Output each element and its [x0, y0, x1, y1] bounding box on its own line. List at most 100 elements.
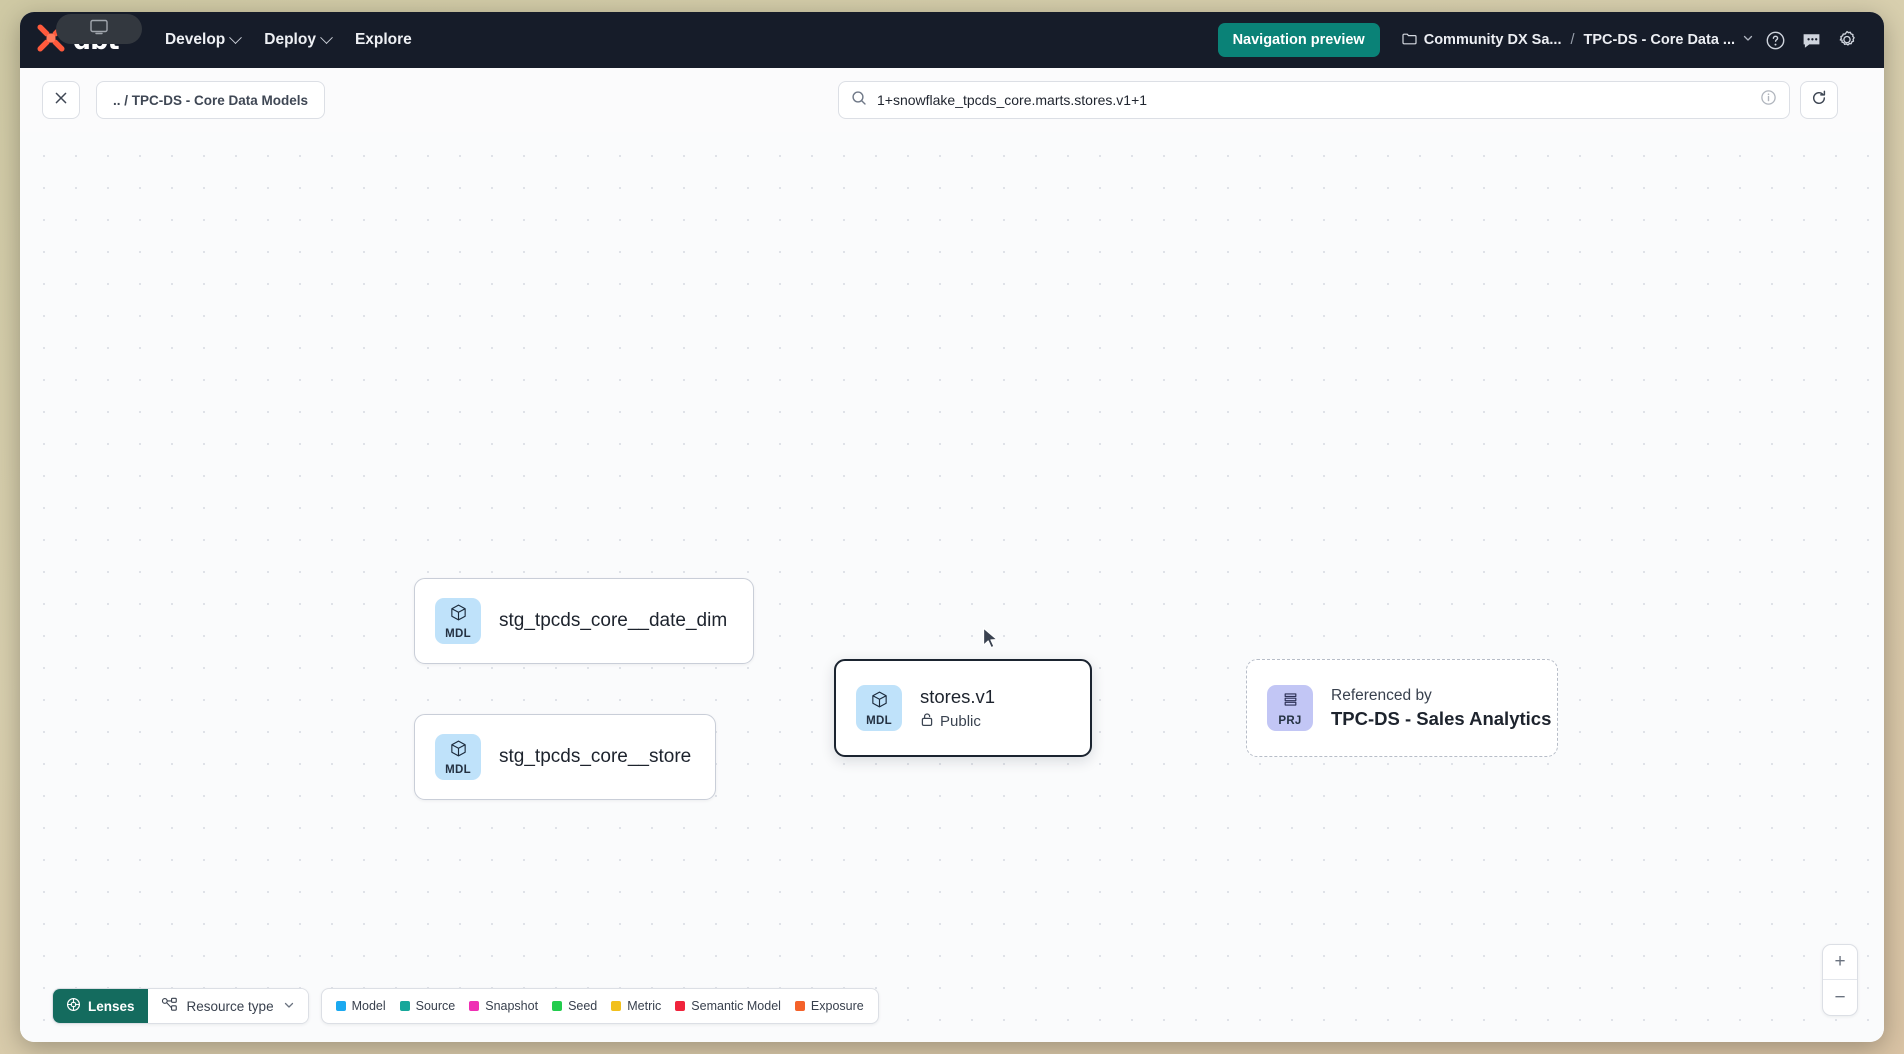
breadcrumb: Community DX Sa... / TPC-DS - Core Data …	[1402, 32, 1754, 49]
legend-label: Snapshot	[485, 999, 539, 1013]
node-badge-label: MDL	[445, 763, 471, 776]
legend-swatch	[611, 1001, 622, 1011]
help-circle-icon[interactable]	[1760, 25, 1790, 55]
resource-type-dropdown[interactable]: Resource type	[147, 989, 308, 1023]
node-badge-label: MDL	[866, 714, 892, 727]
search-icon	[851, 90, 867, 111]
legend-label: Model	[351, 999, 386, 1013]
node-label-group: Referenced by TPC-DS - Sales Analytics	[1331, 687, 1551, 730]
app-window: dbt Develop Deploy Explore Navigation pr…	[20, 12, 1884, 1042]
node-title: stores.v1	[920, 685, 996, 707]
node-access-label: Public	[940, 712, 981, 730]
breadcrumb-project[interactable]: TPC-DS - Core Data ...	[1584, 32, 1754, 48]
gear-icon[interactable]	[1832, 25, 1862, 55]
nav-item-deploy-label: Deploy	[264, 31, 316, 48]
chevron-down-icon	[283, 999, 295, 1014]
legend-item-metric: Metric	[611, 999, 661, 1013]
node-title: stg_tpcds_core__date_dim	[499, 610, 728, 631]
lineage-toolbar: .. / TPC-DS - Core Data Models	[20, 68, 1884, 132]
legend-label: Semantic Model	[691, 999, 781, 1013]
breadcrumb-account-label: Community DX Sa...	[1423, 32, 1562, 48]
mouse-pointer-icon	[982, 627, 1000, 656]
layers-icon	[1281, 690, 1300, 714]
legend-item-snapshot: Snapshot	[469, 999, 538, 1013]
legend-label: Seed	[568, 999, 598, 1013]
navigation-preview-button[interactable]: Navigation preview	[1217, 23, 1380, 57]
lineage-canvas[interactable]: MDL stg_tpcds_core__date_dim MDL stg_tpc…	[20, 132, 1884, 1042]
nav-item-develop[interactable]: Develop	[153, 24, 252, 56]
graph-node-stores-v1[interactable]: MDL stores.v1 Public	[834, 659, 1092, 757]
node-kicker: Referenced by	[1331, 686, 1432, 704]
nav-item-explore-label: Explore	[354, 31, 412, 48]
folder-icon	[1402, 32, 1417, 49]
cube-icon	[870, 690, 889, 714]
search-input[interactable]	[877, 92, 1750, 108]
node-access-badge: Public	[920, 712, 995, 731]
lens-icon	[66, 997, 81, 1015]
legend-item-model: Model	[335, 999, 386, 1013]
nodes-icon	[161, 997, 178, 1015]
window-icon	[89, 19, 109, 40]
legend-swatch	[399, 1001, 410, 1011]
node-badge-model: MDL	[856, 685, 902, 731]
legend-label: Metric	[627, 999, 662, 1013]
node-badge-label: MDL	[445, 627, 471, 640]
legend-swatch	[335, 1001, 346, 1011]
chevron-down-icon	[229, 30, 243, 44]
search-area	[838, 81, 1838, 119]
breadcrumb-account[interactable]: Community DX Sa...	[1402, 32, 1562, 49]
legend-item-exposure: Exposure	[794, 999, 864, 1013]
graph-node-stg-store[interactable]: MDL stg_tpcds_core__store	[414, 714, 716, 800]
legend-swatch	[552, 1001, 563, 1011]
nav-item-develop-label: Develop	[164, 31, 226, 48]
info-icon[interactable]	[1760, 89, 1777, 111]
node-badge-project: PRJ	[1267, 685, 1313, 731]
node-badge-model: MDL	[435, 598, 481, 644]
node-badge-model: MDL	[435, 734, 481, 780]
cube-icon	[449, 603, 468, 627]
legend-label: Source	[415, 999, 456, 1013]
lineage-edges	[20, 132, 320, 282]
lineage-search-box[interactable]	[838, 81, 1790, 119]
top-navigation-bar: dbt Develop Deploy Explore Navigation pr…	[20, 12, 1884, 68]
node-label-group: stg_tpcds_core__date_dim	[499, 610, 727, 632]
legend-swatch	[794, 1001, 805, 1011]
close-icon	[53, 90, 69, 111]
zoom-in-button[interactable]: +	[1823, 945, 1857, 980]
graph-node-referenced-project[interactable]: PRJ Referenced by TPC-DS - Sales Analyti…	[1246, 659, 1558, 757]
legend-swatch	[675, 1001, 686, 1011]
node-label-group: stg_tpcds_core__store	[499, 746, 691, 768]
legend-swatch	[469, 1001, 480, 1011]
chat-bubble-icon[interactable]	[1796, 25, 1826, 55]
legend-label: Exposure	[810, 999, 864, 1013]
breadcrumb-separator: /	[1570, 32, 1575, 48]
cube-icon	[449, 739, 468, 763]
nav-item-deploy[interactable]: Deploy	[252, 24, 343, 56]
node-label-group: stores.v1 Public	[920, 686, 995, 731]
lenses-label: Lenses	[88, 998, 135, 1014]
node-title: stg_tpcds_core__store	[499, 746, 692, 767]
canvas-bottom-bar: Lenses Resource type	[52, 988, 879, 1024]
nav-item-explore[interactable]: Explore	[343, 24, 424, 56]
graph-node-stg-date-dim[interactable]: MDL stg_tpcds_core__date_dim	[414, 578, 754, 664]
legend-item-source: Source	[399, 999, 456, 1013]
legend-item-seed: Seed	[552, 999, 597, 1013]
node-badge-label: PRJ	[1278, 714, 1302, 727]
legend-item-semantic-model: Semantic Model	[675, 999, 781, 1013]
breadcrumb-project-label: TPC-DS - Core Data ...	[1583, 32, 1735, 48]
browser-tab-pill[interactable]	[56, 14, 142, 44]
zoom-controls: + −	[1822, 944, 1858, 1016]
unlock-icon	[920, 712, 934, 731]
refresh-icon	[1810, 89, 1828, 112]
lenses-button[interactable]: Lenses	[53, 989, 148, 1023]
chevron-down-icon	[1742, 32, 1754, 48]
resource-type-label: Resource type	[186, 998, 274, 1014]
close-lineage-button[interactable]	[42, 81, 80, 119]
refresh-button[interactable]	[1800, 81, 1838, 119]
lens-controls: Lenses Resource type	[52, 988, 309, 1024]
zoom-out-button[interactable]: −	[1834, 986, 1846, 1008]
breadcrumb-project-pill[interactable]: .. / TPC-DS - Core Data Models	[96, 81, 326, 119]
chevron-down-icon	[320, 30, 333, 44]
node-title: TPC-DS - Sales Analytics	[1331, 707, 1552, 729]
